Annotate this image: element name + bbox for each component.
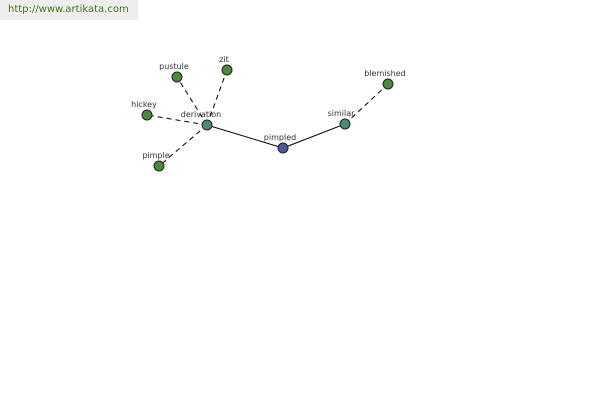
node-pustule-marker[interactable] bbox=[171, 71, 183, 83]
node-hickey[interactable]: hickey bbox=[131, 100, 157, 121]
node-blemished[interactable]: blemished bbox=[364, 69, 406, 90]
node-pimpled[interactable]: pimpled bbox=[264, 133, 296, 154]
source-url-banner: http://www.artikata.com bbox=[0, 0, 138, 20]
node-blemished-label[interactable]: blemished bbox=[364, 69, 405, 78]
node-zit-marker[interactable] bbox=[221, 64, 233, 76]
edge-derivation-hickey bbox=[146, 114, 208, 126]
node-hickey-marker[interactable] bbox=[141, 109, 153, 121]
edge-pimpled-derivation bbox=[206, 124, 284, 149]
node-similar-label[interactable]: similar bbox=[328, 109, 356, 118]
node-pustule[interactable]: pustule bbox=[159, 62, 189, 83]
node-zit-label[interactable]: zit bbox=[219, 55, 229, 64]
source-url-link[interactable]: http://www.artikata.com bbox=[8, 4, 129, 15]
node-zit[interactable]: zit bbox=[219, 55, 233, 76]
edge-derivation-pimple bbox=[158, 124, 208, 167]
node-hickey-label[interactable]: hickey bbox=[131, 100, 157, 109]
node-pimple-label[interactable]: pimple bbox=[142, 151, 169, 160]
node-similar-marker[interactable] bbox=[339, 118, 351, 130]
node-derivation-label[interactable]: derivation bbox=[181, 110, 221, 119]
node-pimple[interactable]: pimple bbox=[142, 151, 170, 172]
edge-pimpled-similar bbox=[282, 123, 346, 149]
node-pimpled-label[interactable]: pimpled bbox=[264, 133, 296, 142]
edge-derivation-pustule bbox=[176, 76, 208, 126]
edge-similar-blemished bbox=[344, 83, 389, 125]
node-pimple-marker[interactable] bbox=[153, 160, 165, 172]
node-pustule-label[interactable]: pustule bbox=[159, 62, 189, 71]
edges-layer bbox=[146, 69, 389, 167]
nodes-layer: pimpled derivation similar pustule zit hickey… bbox=[131, 55, 406, 172]
node-blemished-marker[interactable] bbox=[382, 78, 394, 90]
node-derivation-marker[interactable] bbox=[201, 119, 213, 131]
node-derivation[interactable]: derivation bbox=[181, 110, 221, 131]
node-pimpled-marker[interactable] bbox=[277, 142, 289, 154]
node-similar[interactable]: similar bbox=[328, 109, 356, 130]
edge-derivation-zit bbox=[206, 69, 228, 126]
